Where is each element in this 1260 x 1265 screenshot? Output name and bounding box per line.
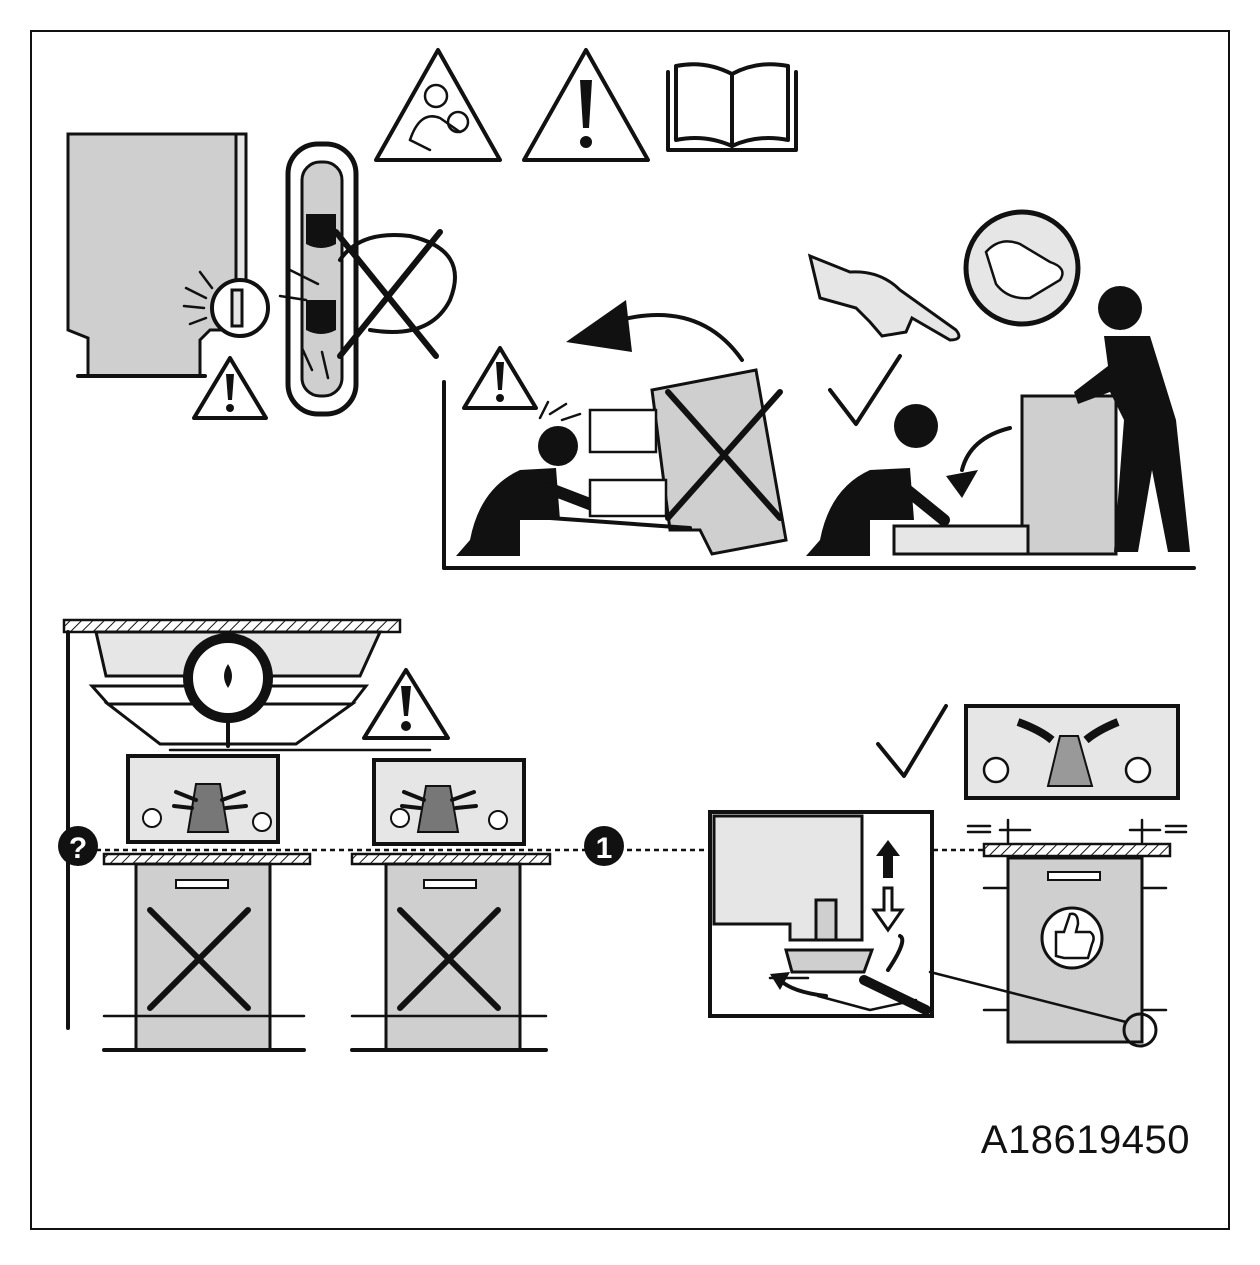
standing-person — [1074, 286, 1190, 552]
question-marker-label: ? — [69, 832, 87, 865]
down-arrow-icon — [871, 886, 905, 933]
installed-unit-left — [102, 852, 312, 1052]
outer-frame — [30, 30, 1230, 1230]
warning-triangle-icon-bottom — [362, 668, 450, 740]
pointing-hand-icon — [807, 253, 961, 342]
detail-panel-left — [126, 754, 280, 844]
detail-panel-right — [964, 704, 1180, 800]
checkmark-icon-scene — [828, 354, 902, 426]
step-one-marker-label: 1 — [596, 832, 613, 865]
warning-triangle-icon-small — [192, 356, 268, 420]
curved-arrow-icon-screw — [886, 934, 905, 972]
document-code: A18619450 — [980, 1118, 1190, 1162]
scene-frame — [442, 380, 1196, 570]
foot-adjustment-closeup — [708, 810, 934, 1018]
curved-arrow-icon-tip — [566, 300, 744, 362]
upright-dishwasher — [892, 394, 1118, 556]
pinch-hazard-triangle-icon — [374, 48, 502, 162]
checkmark-icon-bottom — [876, 704, 948, 778]
curved-arrow-icon-place — [946, 426, 1012, 498]
installed-unit-middle — [350, 852, 552, 1052]
warning-triangle-icon-scene — [462, 346, 538, 410]
kneeling-person-wrong — [456, 400, 606, 556]
cross-mark-icon-tip — [665, 389, 783, 521]
manual-book-icon — [666, 62, 798, 152]
gap-indicator — [966, 818, 1188, 844]
thumbs-up-icon — [1040, 906, 1104, 970]
gloves-circle-icon — [963, 209, 1081, 327]
dishwasher-side-view — [66, 132, 270, 378]
appliance-underside-view — [88, 630, 432, 752]
up-arrow-icon — [876, 840, 900, 878]
number-one-circle-icon: 1 — [584, 826, 624, 866]
cross-mark-icon-hinge — [333, 229, 443, 359]
kneeling-person-right — [806, 404, 950, 556]
warning-triangle-icon — [522, 48, 650, 162]
question-circle-icon: ? — [58, 826, 98, 866]
tipping-dishwasher — [548, 368, 788, 556]
hinge-closeup-panel — [278, 141, 457, 417]
detail-panel-middle — [372, 758, 526, 846]
